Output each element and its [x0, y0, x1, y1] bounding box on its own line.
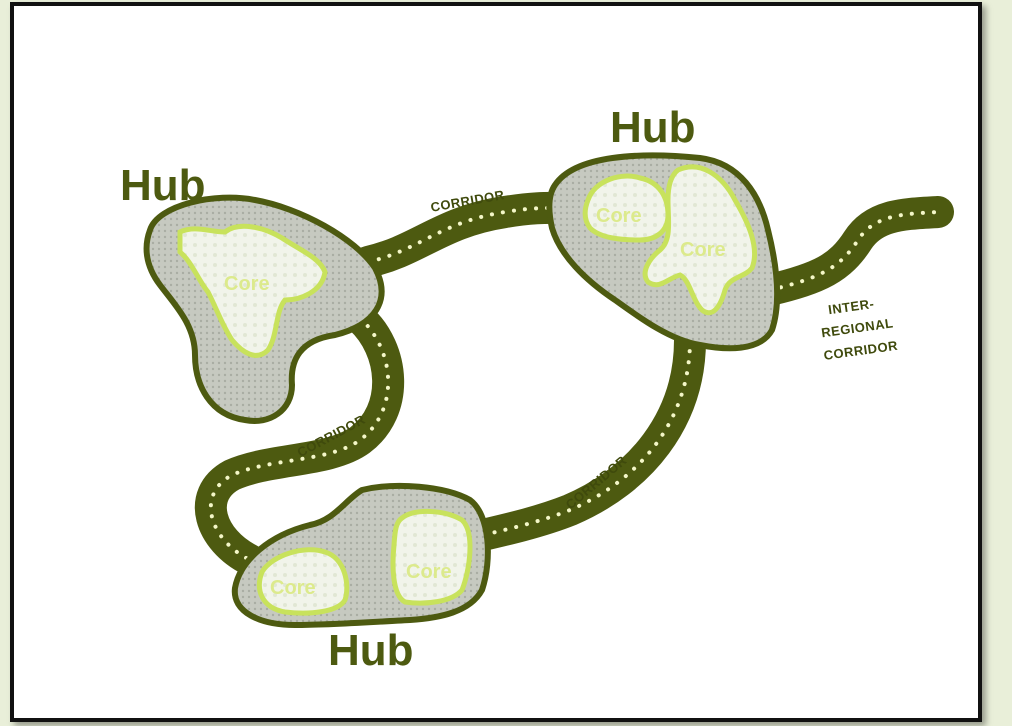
core-label-bottom-right: Core: [406, 561, 452, 583]
corridor-left-loop-dots: [208, 316, 391, 562]
core-label-bottom-left: Core: [270, 577, 316, 599]
hub-label-bottom: Hub: [328, 626, 414, 675]
corridor-right-arc: [454, 324, 706, 554]
core-bottom-right: [390, 508, 473, 606]
core-upper-left: [177, 223, 328, 358]
hub-label-upper-left: Hub: [120, 161, 206, 210]
interregional-label-line3: CORRIDOR: [823, 338, 899, 363]
corridor-right-arc-dots: [468, 338, 692, 540]
corridor-interregional: [754, 196, 954, 306]
interregional-label-line2: REGIONAL: [820, 315, 894, 340]
core-upper-right-left: [582, 173, 671, 243]
corridor-top: [352, 191, 581, 278]
core-label-upper-left: Core: [224, 273, 270, 295]
corridor-top-dots: [366, 205, 567, 264]
corridors: [194, 191, 954, 576]
core-upper-right-right: [642, 164, 758, 316]
core-bottom-left: [256, 547, 350, 616]
diagram-frame: [10, 2, 982, 722]
core-label-upper-right-left: Core: [596, 205, 642, 227]
core-label-upper-right-right: Core: [680, 239, 726, 261]
hub-label-upper-right: Hub: [610, 103, 696, 152]
cores: [177, 164, 758, 616]
interregional-label-line1: INTER-: [827, 296, 875, 317]
